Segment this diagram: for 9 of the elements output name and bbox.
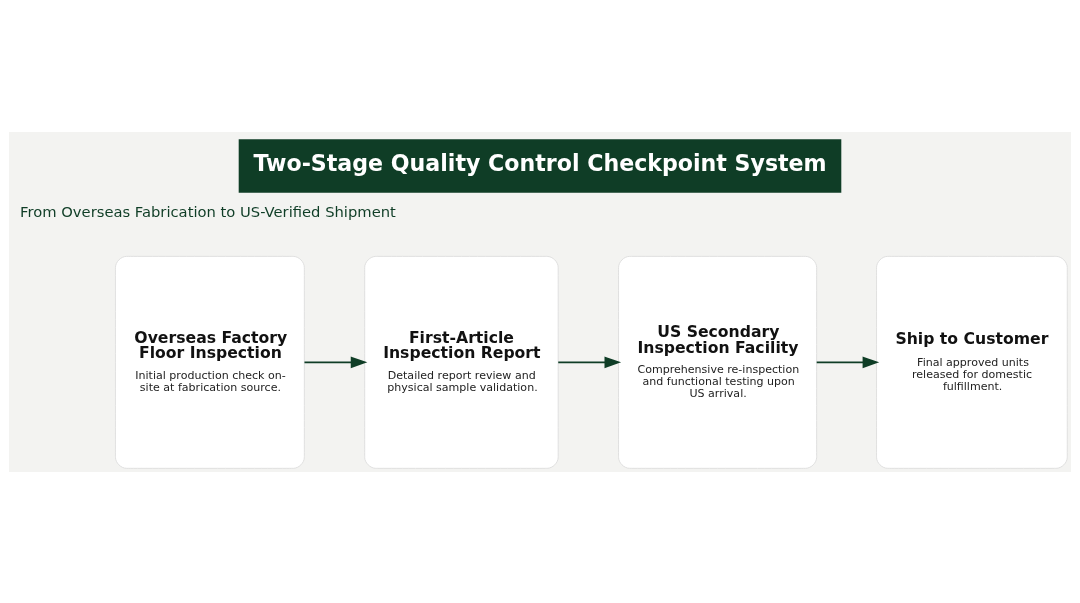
arrow	[303, 356, 368, 368]
label: From Overseas Fabrication to US-Verified Shipment	[20, 202, 396, 220]
node-box: US Secondary Inspection Facility Comprehensive re-inspection and functional testing upon US arrival.	[618, 255, 818, 469]
arrow	[815, 356, 880, 368]
arrow	[557, 356, 622, 368]
node-box: Overseas Factory Floor Inspection Initial production check on-site at fabrication source.	[115, 255, 305, 469]
node-box: First-Article Inspection Report Detailed report review and physical sample validation.	[364, 255, 559, 469]
diagram-title: Two-Stage Quality Control Checkpoint System	[253, 149, 827, 176]
node-box: Ship to Customer Final approved units released for domestic fulfillment.	[876, 255, 1068, 469]
